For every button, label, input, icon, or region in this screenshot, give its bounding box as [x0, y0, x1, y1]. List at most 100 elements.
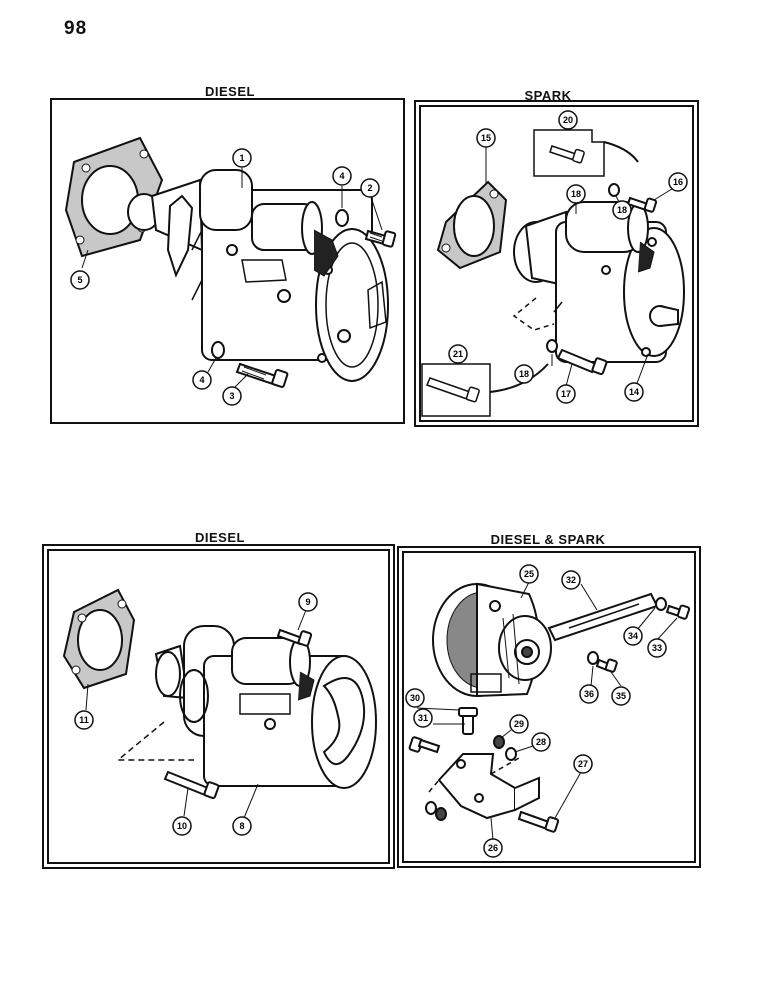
svg-text:4: 4	[339, 171, 344, 181]
callout-11: 11	[74, 710, 94, 730]
svg-text:4: 4	[199, 375, 204, 385]
callout-1: 1	[232, 148, 252, 168]
svg-text:15: 15	[481, 133, 491, 143]
callout-3: 3	[222, 386, 242, 406]
alternator-panel: 25 26 27 28 29 30 31 32 33 34 35 36	[397, 546, 701, 868]
svg-text:11: 11	[79, 715, 89, 725]
diesel-starter-panel-2: 8 9 10 11	[42, 544, 395, 869]
spark-starter-panel: 14 15 16 17 18 18 18 20 21	[414, 100, 699, 427]
gasket-drawing	[436, 180, 508, 270]
mounting-bracket-drawing	[437, 753, 540, 820]
svg-text:25: 25	[524, 569, 534, 579]
svg-text:31: 31	[418, 713, 428, 723]
svg-text:14: 14	[629, 387, 639, 397]
svg-text:18: 18	[617, 205, 627, 215]
bolt-27-drawing	[517, 810, 560, 833]
svg-text:5: 5	[77, 275, 82, 285]
svg-text:8: 8	[239, 821, 244, 831]
bolt-9-drawing	[276, 628, 313, 647]
callout-2: 2	[360, 178, 380, 198]
callout-8: 8	[232, 816, 252, 836]
bolt-35-drawing	[595, 658, 618, 673]
callout-34: 34	[623, 626, 643, 646]
callout-18-lower: 18	[514, 364, 534, 384]
callout-29: 29	[509, 714, 529, 734]
alternator-drawing	[432, 582, 552, 698]
svg-text:32: 32	[566, 575, 576, 585]
svg-text:1: 1	[239, 153, 244, 163]
spark-starter-illustration: 14 15 16 17 18 18 18 20 21	[421, 110, 688, 417]
callout-21: 21	[448, 344, 468, 364]
callout-27: 27	[573, 754, 593, 774]
callout-14: 14	[624, 382, 644, 402]
svg-text:29: 29	[514, 719, 524, 729]
callout-9: 9	[298, 592, 318, 612]
svg-text:36: 36	[584, 689, 594, 699]
panel-title-spark: SPARK	[524, 88, 572, 103]
svg-text:27: 27	[578, 759, 588, 769]
callout-5: 5	[70, 270, 90, 290]
svg-text:18: 18	[571, 189, 581, 199]
svg-text:33: 33	[652, 643, 662, 653]
bolt-33-drawing	[665, 604, 691, 620]
svg-text:3: 3	[229, 391, 234, 401]
callout-15: 15	[476, 128, 496, 148]
bolt-left-drawing	[408, 736, 441, 754]
callout-17: 17	[556, 384, 576, 404]
diesel-starter-illustration-2: 8 9 10 11	[62, 588, 377, 836]
callout-20: 20	[558, 110, 578, 130]
starter-motor-drawing	[127, 169, 389, 382]
bolt-10-drawing	[163, 770, 220, 800]
callout-10: 10	[172, 816, 192, 836]
callout-4-lower: 4	[192, 370, 212, 390]
svg-text:18: 18	[519, 369, 529, 379]
callout-25: 25	[519, 564, 539, 584]
starter-motor-drawing	[154, 625, 377, 789]
svg-text:30: 30	[410, 693, 420, 703]
alternator-illustration: 25 26 27 28 29 30 31 32 33 34 35 36	[405, 564, 691, 858]
svg-text:28: 28	[536, 737, 546, 747]
callout-36: 36	[579, 684, 599, 704]
page-number: 98	[64, 18, 88, 39]
svg-text:26: 26	[488, 843, 498, 853]
washer-34-drawing	[655, 597, 667, 611]
washer-18-top-drawing	[608, 183, 620, 197]
callout-31: 31	[413, 708, 433, 728]
bolt-2-drawing	[364, 229, 397, 248]
svg-text:10: 10	[177, 821, 187, 831]
washer-18-lower-drawing	[546, 339, 558, 353]
washer-36-drawing	[587, 651, 599, 665]
svg-text:21: 21	[453, 349, 463, 359]
bolt-16-drawing	[626, 196, 658, 213]
washer-bottom-drawing	[425, 801, 437, 815]
callout-26: 26	[483, 838, 503, 858]
svg-text:16: 16	[673, 177, 683, 187]
diesel-starter-illustration: 1 2 3 4 4 5	[64, 136, 397, 406]
callout-18-top: 18	[612, 200, 632, 220]
washer-4-upper-drawing	[335, 209, 349, 227]
inset-bolt-20	[533, 129, 639, 177]
callout-30: 30	[405, 688, 425, 708]
callout-32: 32	[561, 570, 581, 590]
washer-28-drawing	[505, 747, 517, 761]
panel-title-diesel-bottom: DIESEL	[195, 530, 245, 545]
washer-4-lower-drawing	[211, 341, 225, 359]
callout-33: 33	[647, 638, 667, 658]
nut-bottom-drawing	[435, 807, 447, 821]
svg-text:35: 35	[616, 691, 626, 701]
starter-motor-drawing	[513, 201, 685, 363]
svg-text:17: 17	[561, 389, 571, 399]
nut-29-drawing	[493, 735, 505, 749]
inset-bolt-21	[421, 363, 549, 417]
svg-text:2: 2	[367, 183, 372, 193]
svg-text:9: 9	[305, 597, 310, 607]
panel-title-diesel-spark: DIESEL & SPARK	[490, 532, 606, 547]
callout-4-upper: 4	[332, 166, 352, 186]
callout-35: 35	[611, 686, 631, 706]
svg-text:34: 34	[628, 631, 638, 641]
gasket-drawing	[62, 588, 136, 690]
bolt-31-drawing	[458, 707, 478, 735]
callout-28: 28	[531, 732, 551, 752]
callout-16: 16	[668, 172, 688, 192]
svg-text:20: 20	[563, 115, 573, 125]
